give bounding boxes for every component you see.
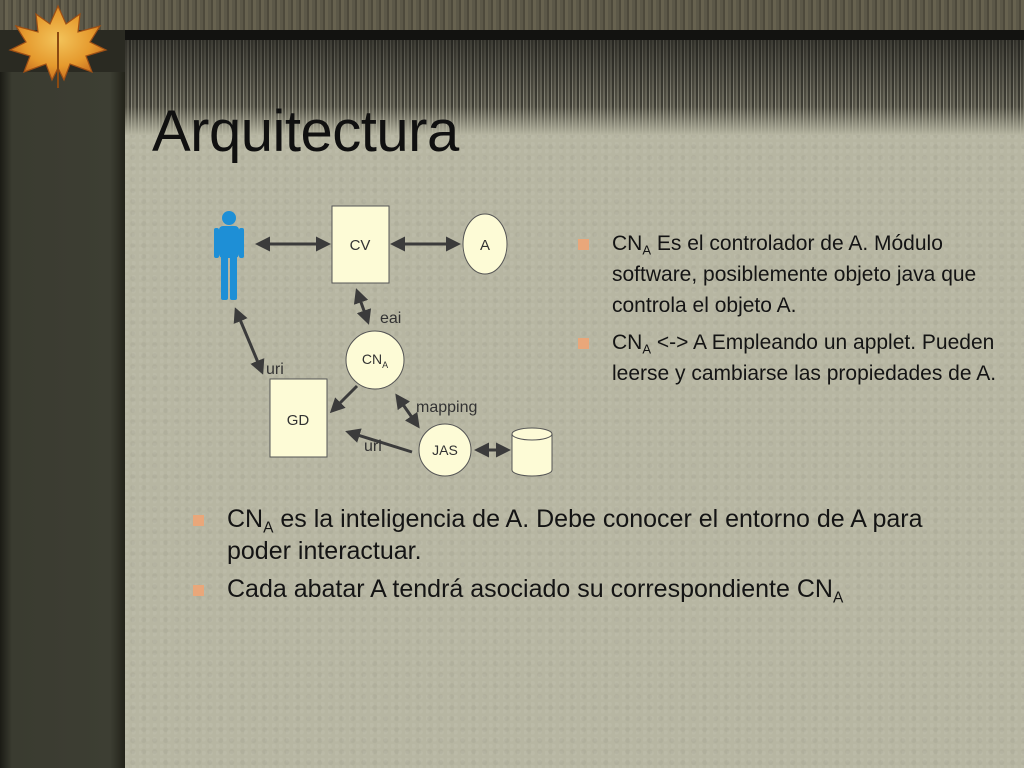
bullet-square-icon [193,515,204,526]
right-bullet-item: CNA <-> A Empleando un applet. Pueden le… [575,327,1000,389]
cv-box [331,205,390,284]
a-node [462,213,508,275]
bullet-subscript: A [263,519,274,537]
eai-label: eai [380,310,401,327]
slide-header-texture [125,30,1024,135]
cn-node [345,330,405,390]
arrow-person-gd [233,307,265,375]
bullet-subscript: A [642,341,652,357]
arrow-jas-gd [345,428,413,454]
right-bullet-item: CNA Es el controlador de A. Módulo softw… [575,228,1000,321]
bullet-prefix: CN [612,331,643,354]
maple-leaf-icon [8,4,108,88]
bottom-bullet-item: CNA es la inteligencia de A. Debe conoce… [190,503,990,567]
bullet-subscript: A [832,589,844,607]
cn-label: CNA [362,351,388,370]
jas-label: JAS [432,442,458,458]
slide-title: Arquitectura [152,99,459,164]
bullet-text: <-> A Empleando un applet. Pueden leerse… [612,331,997,385]
bullet-text: Cada abatar A tendrá asociado su corresp… [227,575,833,603]
bullet-prefix: CN [227,505,264,533]
person-icon [214,211,244,300]
jas-node [418,423,472,477]
bullet-text: Es el controlador de A. Módulo software,… [612,232,977,317]
bullet-prefix: CN [612,232,643,255]
bullet-subscript: A [642,242,652,258]
arrow-cn-jas [395,393,420,429]
slide-area [125,30,1024,768]
cv-label: CV [350,237,371,254]
mapping-label: mapping [416,399,477,416]
arrow-cn-gd [329,384,359,414]
uri-label-bottom: uri [364,438,382,455]
bullet-square-icon [578,338,589,349]
gd-label: GD [287,412,310,429]
bullet-text: es la inteligencia de A. Debe conocer el… [227,505,923,565]
bottom-bullet-list: CNA es la inteligencia de A. Debe conoce… [190,503,990,611]
left-decor-column [0,72,125,768]
architecture-diagram: CV A CNA GD JAS eai uri mapping uri [214,205,553,477]
database-icon [511,427,553,477]
arrow-cv-cn [353,288,372,325]
right-bullet-list: CNA Es el controlador de A. Módulo softw… [575,228,1000,395]
uri-label-left: uri [266,361,284,378]
a-label: A [480,237,490,254]
gd-box [269,378,328,458]
bottom-bullet-item: Cada abatar A tendrá asociado su corresp… [190,573,990,607]
top-texture-band [0,0,1024,30]
bullet-square-icon [578,239,589,250]
bullet-square-icon [193,585,204,596]
